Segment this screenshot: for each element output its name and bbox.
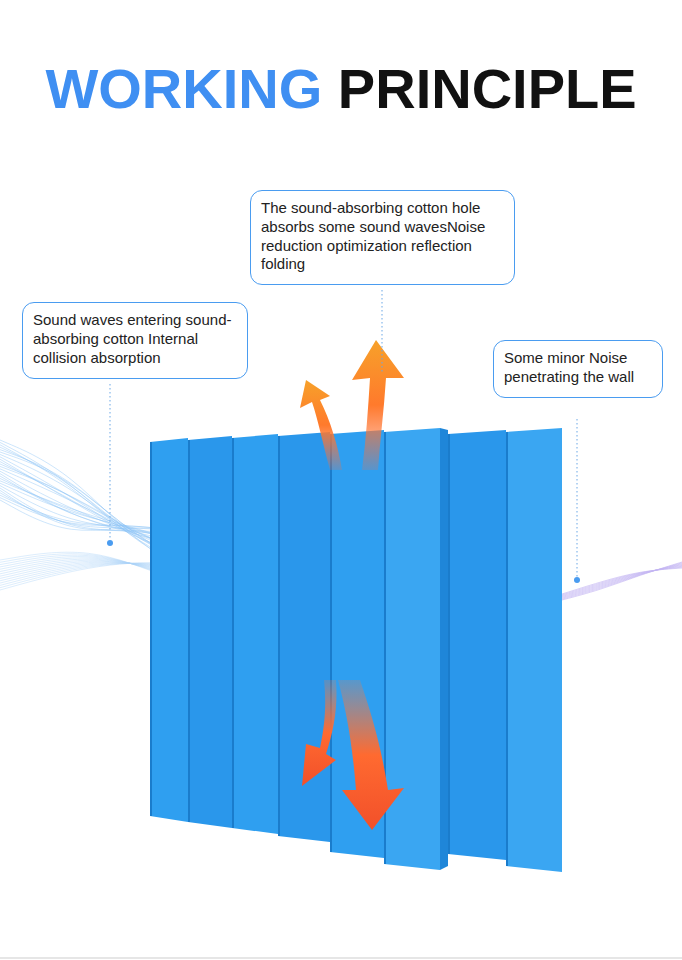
- penetrating-wave: [562, 564, 682, 599]
- title: WORKING PRINCIPLE: [0, 58, 682, 120]
- bottom-rule: [0, 957, 682, 959]
- foam-fold: [232, 438, 234, 828]
- foam-wedge: [188, 436, 232, 828]
- foam-wedge: [448, 430, 506, 860]
- foam-wedge: [506, 428, 562, 872]
- penetrating-wave: [562, 563, 682, 599]
- leader-dot: [107, 540, 113, 546]
- penetrating-wave: [562, 565, 682, 598]
- arrow-up-large: [352, 340, 404, 470]
- penetrating-wave: [562, 566, 682, 595]
- foam-fold: [506, 432, 508, 866]
- callout-text: Some minor Noise penetrating the wall: [504, 349, 652, 387]
- foam-wedge: [232, 434, 278, 834]
- callout-text: The sound-absorbing cotton hole absorbs …: [261, 199, 504, 274]
- foam-gap: [440, 428, 448, 870]
- callout-box: Sound waves entering sound-absorbing cot…: [22, 302, 248, 379]
- leader-line: [577, 419, 578, 577]
- callout-text: Sound waves entering sound-absorbing cot…: [33, 311, 237, 367]
- penetrating-wave: [562, 562, 682, 600]
- penetrating-wave: [562, 567, 682, 595]
- foam-fold: [448, 434, 450, 854]
- arrow-down-small: [302, 680, 337, 786]
- penetrating-waves: [562, 562, 682, 600]
- foam-fold: [278, 436, 280, 836]
- penetrating-wave: [562, 565, 682, 596]
- foam-panel: [150, 428, 562, 872]
- foam-fold: [330, 434, 332, 852]
- leader-dot: [574, 577, 580, 583]
- leader-line: [382, 290, 383, 372]
- penetrating-wave: [562, 568, 682, 594]
- foam-fold: [188, 440, 190, 822]
- foam-wedge: [150, 438, 188, 822]
- reflection-arrows: [300, 340, 404, 830]
- foam-fold: [150, 442, 152, 816]
- arrow-down-large: [338, 680, 404, 830]
- callout-box: The sound-absorbing cotton hole absorbs …: [250, 190, 515, 285]
- arrow-up-small: [300, 380, 342, 470]
- foam-wedge: [384, 428, 440, 870]
- callout-box: Some minor Noise penetrating the wall: [493, 340, 663, 398]
- leader-line: [110, 384, 111, 540]
